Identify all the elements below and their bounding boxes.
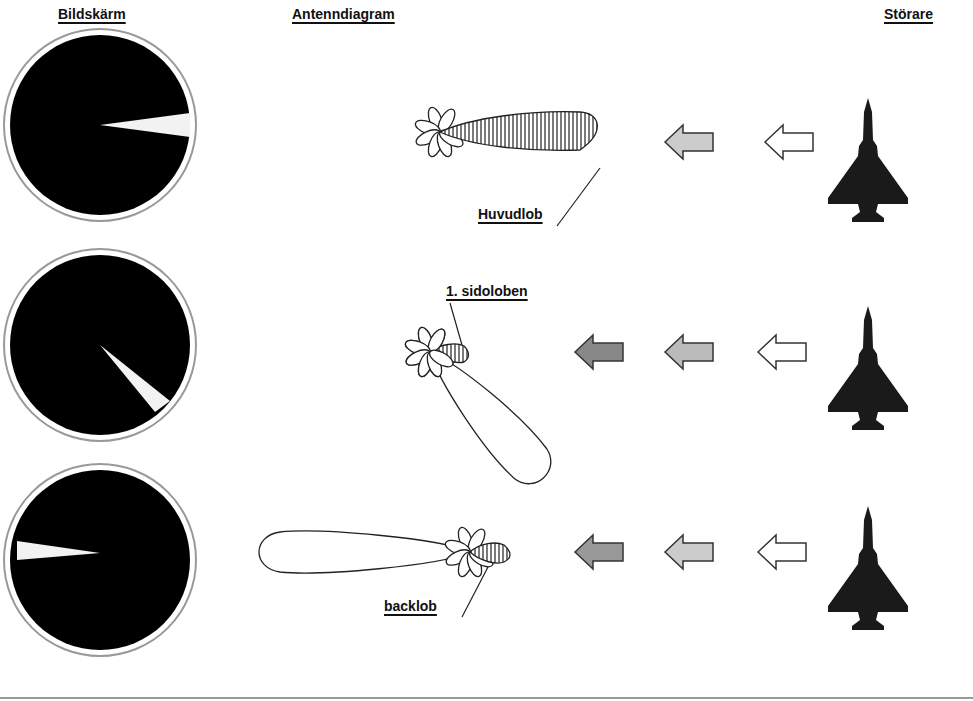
- radar-screen: [4, 29, 196, 221]
- radar-screen: [4, 464, 196, 656]
- signal-arrow: [575, 335, 806, 369]
- antenna-pattern: [259, 526, 510, 579]
- leader-line: [450, 303, 462, 345]
- column-heading: Antenndiagram: [292, 6, 395, 23]
- jammer-aircraft: [828, 306, 908, 430]
- radar-screen: [4, 249, 196, 441]
- column-heading: Bildskärm: [58, 6, 126, 23]
- leader-line: [462, 567, 488, 617]
- part-label: backlob: [384, 598, 437, 615]
- antenna-pattern: [414, 106, 598, 159]
- part-label: 1. sidoloben: [446, 283, 528, 300]
- leader-line: [557, 168, 600, 226]
- column-heading: Störare: [884, 6, 933, 23]
- jammer-aircraft: [828, 506, 908, 630]
- signal-arrow: [665, 125, 813, 159]
- signal-arrow: [575, 535, 806, 569]
- jammer-aircraft: [828, 98, 908, 222]
- antenna-pattern: [404, 326, 561, 494]
- part-label: Huvudlob: [478, 206, 543, 223]
